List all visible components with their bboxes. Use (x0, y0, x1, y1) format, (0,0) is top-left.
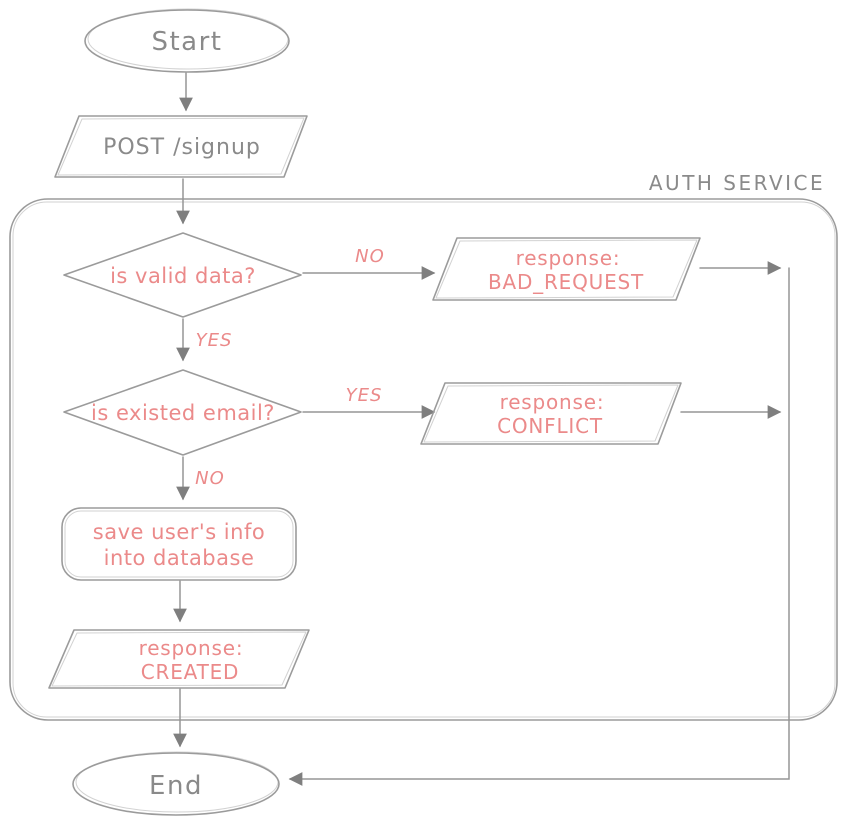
post-signup-label: POST /signup (103, 135, 261, 160)
start-label: Start (151, 27, 222, 57)
created-label-line2: CREATED (141, 660, 239, 684)
conflict-parallelogram-sketch (423, 384, 679, 443)
email-check-diamond (63, 369, 302, 456)
end-label: End (149, 771, 203, 801)
edge-label-valid-yes: YES (196, 330, 233, 351)
node-save-info: save user's info into database (61, 507, 297, 581)
created-label-line1: response: (139, 636, 244, 660)
valid-check-label: is valid data? (110, 264, 256, 288)
edge-label-valid-no: NO (355, 246, 385, 267)
post-signup-parallelogram (54, 115, 308, 178)
start-ellipse-sketch (87, 8, 289, 70)
node-bad-request: response: BAD_REQUEST (432, 237, 701, 301)
auth-service-boundary-sketch (12, 201, 836, 718)
node-post-signup: POST /signup (54, 115, 308, 178)
node-created: response: CREATED (48, 629, 310, 689)
save-info-rect-sketch (64, 510, 294, 578)
node-end: End (72, 751, 280, 816)
start-ellipse (84, 9, 290, 73)
bad-request-parallelogram-sketch (435, 239, 698, 299)
conflict-parallelogram (420, 382, 682, 445)
edge-join-to-end (288, 267, 790, 786)
node-start: Start (84, 8, 290, 73)
email-check-label: is existed email? (91, 401, 275, 425)
edge-label-email-yes: YES (346, 385, 383, 406)
created-parallelogram-sketch (51, 631, 307, 687)
save-info-rect (61, 507, 297, 581)
end-ellipse (72, 752, 280, 816)
conflict-label-line1: response: (500, 390, 605, 414)
auth-service-boundary (9, 198, 838, 721)
auth-service-label: AUTH SERVICE (649, 171, 825, 195)
node-valid-check: is valid data? (63, 232, 302, 318)
edge-label-email-no: NO (195, 468, 225, 489)
save-info-label-line1: save user's info (93, 520, 265, 544)
end-ellipse-sketch (75, 751, 279, 813)
save-info-label-line2: into database (104, 546, 255, 570)
valid-check-diamond (63, 232, 302, 318)
edges (173, 72, 790, 786)
bad-request-label-line2: BAD_REQUEST (488, 270, 644, 294)
bad-request-label-line1: response: (516, 246, 621, 270)
edge-labels: NO YES YES NO (195, 246, 385, 489)
bad-request-parallelogram (432, 237, 701, 301)
auth-service-container: AUTH SERVICE (9, 171, 838, 721)
conflict-label-line2: CONFLICT (497, 414, 603, 438)
node-conflict: response: CONFLICT (420, 382, 682, 445)
created-parallelogram (48, 629, 310, 689)
post-signup-parallelogram-sketch (57, 117, 305, 176)
node-email-check: is existed email? (63, 369, 302, 456)
